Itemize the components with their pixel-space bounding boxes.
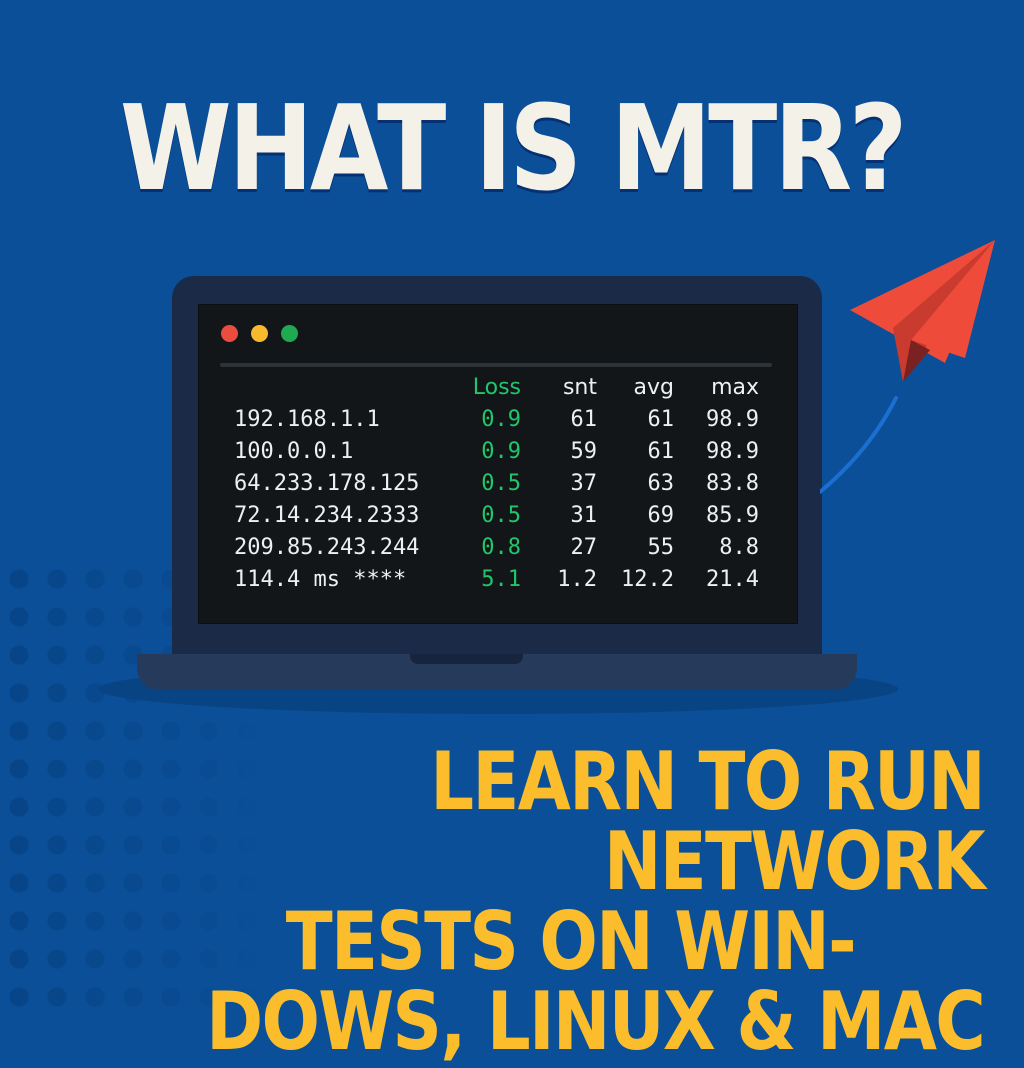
hop-snt: 27: [570, 535, 598, 560]
hop-snt: 59: [570, 439, 598, 464]
col-header-avg: avg: [633, 375, 674, 400]
hop-avg: 61: [647, 439, 675, 464]
hop-snt: 1.2: [557, 567, 597, 592]
hop-avg: 61: [647, 407, 675, 432]
hop-loss: 0.9: [481, 439, 521, 464]
table-row: 209.85.243.244 0.8 27 55 8.8: [199, 535, 797, 567]
subheadline: LEARN TO RUN NETWORK TESTS ON WIN- DOWS,…: [40, 735, 986, 1068]
hop-host: 209.85.243.244: [234, 535, 420, 560]
hop-avg: 63: [647, 471, 675, 496]
hop-avg: 69: [647, 503, 675, 528]
hop-host: 72.14.234.2333: [234, 503, 420, 528]
hop-snt: 31: [570, 503, 598, 528]
hop-loss: 5.1: [481, 567, 521, 592]
page-title: WHAT IS MTR?: [119, 79, 908, 217]
window-controls: [221, 325, 298, 342]
hop-avg: 12.2: [621, 567, 674, 592]
laptop-notch: [410, 654, 523, 664]
hop-avg: 55: [647, 535, 675, 560]
subheadline-line-1: LEARN TO RUN NETWORK: [430, 735, 985, 908]
hop-max: 8.8: [719, 535, 759, 560]
hop-loss: 0.5: [481, 503, 521, 528]
hop-max: 21.4: [706, 567, 759, 592]
hop-max: 85.9: [706, 503, 759, 528]
hop-loss: 0.5: [481, 471, 521, 496]
paper-plane-icon: [820, 240, 995, 494]
hop-host: 114.4 ms ****: [234, 567, 407, 592]
maximize-dot-icon[interactable]: [281, 325, 298, 342]
hop-host: 64.233.178.125: [234, 471, 420, 496]
minimize-dot-icon[interactable]: [251, 325, 268, 342]
terminal-window: Loss snt avg max 192.168.1.1 0.9 61 61 9…: [198, 304, 798, 624]
hop-max: 83.8: [706, 471, 759, 496]
hop-max: 98.9: [706, 439, 759, 464]
subheadline-line-2: TESTS ON WIN-: [285, 895, 857, 988]
hop-snt: 61: [570, 407, 598, 432]
col-header-loss: Loss: [472, 375, 521, 400]
table-row: 72.14.234.2333 0.5 31 69 85.9: [199, 503, 797, 535]
title-bar-divider: [220, 363, 772, 367]
table-row: 114.4 ms **** 5.1 1.2 12.2 21.4: [199, 567, 797, 599]
hop-max: 98.9: [706, 407, 759, 432]
subheadline-line-3: DOWS, LINUX & MAC: [206, 975, 986, 1068]
table-row: 100.0.0.1 0.9 59 61 98.9: [199, 439, 797, 471]
hop-snt: 37: [570, 471, 598, 496]
table-row: 192.168.1.1 0.9 61 61 98.9: [199, 407, 797, 439]
table-row: 64.233.178.125 0.5 37 63 83.8: [199, 471, 797, 503]
table-header: Loss snt avg max: [199, 375, 797, 407]
col-header-max: max: [711, 375, 759, 400]
hop-host: 192.168.1.1: [234, 407, 380, 432]
hop-host: 100.0.0.1: [234, 439, 354, 464]
hop-loss: 0.8: [481, 535, 521, 560]
laptop-base: [137, 654, 857, 690]
close-dot-icon[interactable]: [221, 325, 238, 342]
hop-loss: 0.9: [481, 407, 521, 432]
col-header-snt: snt: [562, 375, 597, 400]
